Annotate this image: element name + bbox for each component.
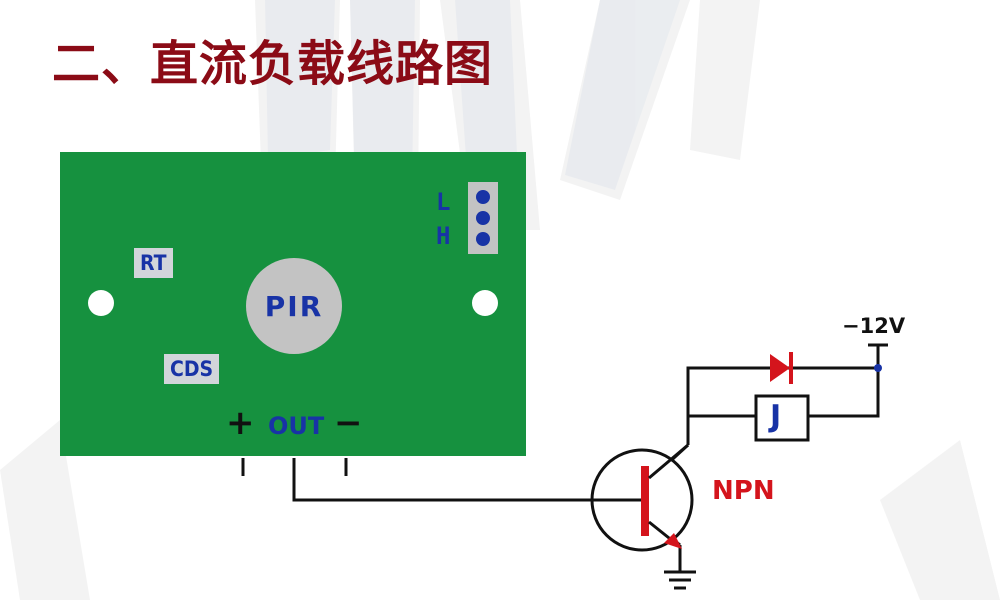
junction-dot	[874, 364, 882, 372]
jumper-pin	[476, 190, 490, 204]
transistor-type-label: NPN	[712, 476, 775, 506]
out-label: OUT	[268, 412, 325, 440]
diode-icon	[770, 352, 793, 384]
pir-sensor-label: PIR	[246, 258, 342, 354]
transistor-internals	[592, 443, 689, 549]
page-title: 二、直流负载线路图	[52, 36, 494, 92]
emitter-arrow-icon	[664, 533, 682, 549]
jumper-header	[468, 182, 498, 254]
mounting-hole-right	[472, 290, 498, 316]
mounting-hole-left	[88, 290, 114, 316]
jumper-pin	[476, 211, 490, 225]
minus-sign: −	[334, 403, 363, 443]
cds-label: CDS	[164, 354, 220, 384]
jumper-pin	[476, 232, 490, 246]
plus-sign: +	[226, 403, 255, 443]
supply-voltage-label: −12V	[842, 314, 906, 338]
pir-sensor-board: PIR RT CDS L H + OUT −	[60, 152, 526, 456]
relay-label: J	[770, 399, 782, 434]
jumper-high-label: H	[436, 222, 451, 250]
jumper-low-label: L	[436, 188, 451, 216]
relay-coil-icon	[754, 394, 810, 442]
rt-label: RT	[134, 248, 173, 278]
